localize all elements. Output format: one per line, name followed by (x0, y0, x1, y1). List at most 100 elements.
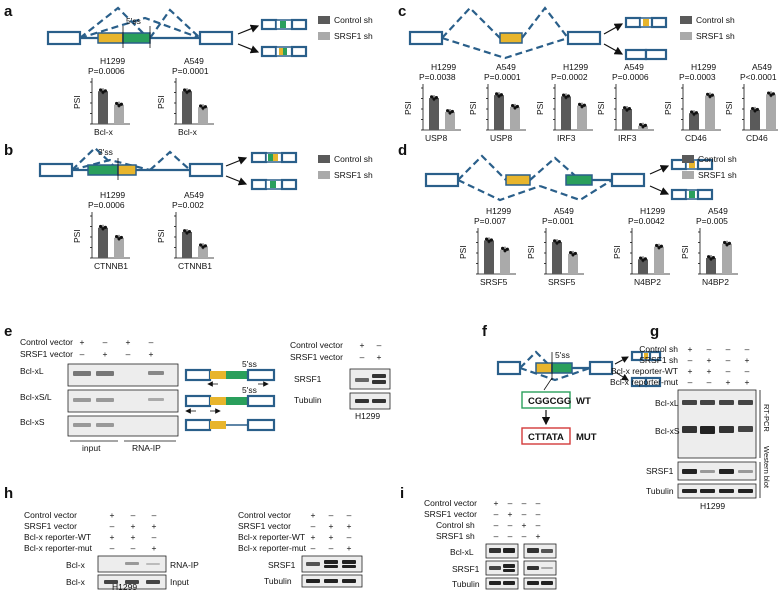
chart-gene-label: CD46 (746, 133, 768, 143)
bar-knockdown (114, 237, 124, 258)
sign-cell: – (110, 543, 115, 553)
sign-cell: + (110, 532, 115, 542)
sign-cell: – (152, 532, 157, 542)
legend-a: Control sh SRSF1 sh (318, 15, 373, 41)
data-point (430, 95, 434, 99)
data-point (497, 94, 501, 98)
sign-cell: + (80, 337, 85, 347)
data-point (625, 108, 629, 112)
sign-cell: + (688, 366, 693, 376)
e-5ss-label-2: 5'ss (242, 385, 257, 395)
chart-p-value: P=0.0002 (551, 72, 588, 82)
sign-cell: – (745, 366, 750, 376)
chart-cell-line: H1299 (486, 206, 511, 216)
chart-y-label: PSI (156, 229, 166, 243)
f-wt-label: WT (576, 396, 591, 407)
data-point (578, 102, 582, 106)
h-row-1: SRSF1 vector (24, 521, 77, 531)
sign-cell: – (726, 344, 731, 354)
chart-gene-label: N4BP2 (702, 277, 729, 287)
data-point (117, 103, 121, 108)
sign-cell: + (377, 352, 382, 362)
bar-control (182, 91, 192, 124)
data-point (566, 94, 571, 98)
data-point (489, 238, 493, 242)
bar-control (552, 242, 562, 274)
chart-y-label: PSI (526, 245, 536, 259)
chart-cell-line: H1299 (100, 190, 125, 200)
panel-e-rna-ip: Control vector SRSF1 vector +–+––+–+ Bcl… (20, 337, 391, 453)
data-point (505, 247, 509, 251)
bar-knockdown (722, 243, 732, 274)
bar-control (706, 258, 716, 274)
chart-gene-label: IRF3 (618, 133, 637, 143)
data-point (562, 93, 566, 97)
g-band-bclxl: Bcl-xL (655, 398, 679, 408)
sign-cell: – (494, 520, 499, 530)
data-point (582, 103, 587, 107)
sign-cell: + (347, 543, 352, 553)
sign-cell: – (707, 344, 712, 354)
data-point (580, 104, 584, 109)
e-wb-band-srsf1: SRSF1 (294, 374, 322, 384)
data-point (555, 241, 559, 245)
bar-control (98, 227, 108, 258)
three-prime-ss-label-b: 3'ss (98, 147, 113, 157)
chart-y-label: PSI (72, 229, 82, 243)
sign-cell: + (152, 543, 157, 553)
five-prime-ss-label-a: 5'ss (126, 16, 141, 26)
sign-cell: – (494, 531, 499, 541)
bar-knockdown (500, 249, 510, 274)
legend-control-a: Control sh (334, 15, 373, 25)
data-point (185, 90, 189, 94)
data-point (199, 104, 203, 108)
g-band-srsf1: SRSF1 (646, 466, 674, 476)
chart-gene-label: Bcl-x (94, 127, 114, 137)
chart-cell-line: A549 (752, 62, 772, 72)
bar-knockdown (654, 246, 664, 274)
panel-label-d: d (398, 142, 407, 159)
sign-cell: – (110, 521, 115, 531)
panel-g-reporter: Control sh SRSF1 sh Bcl-x reporter-WT Bc… (610, 344, 771, 511)
data-point (725, 243, 729, 247)
data-point (485, 237, 489, 241)
sign-cell: + (149, 349, 154, 359)
chart-p-value: P=0.001 (542, 216, 574, 226)
chart-p-value: P=0.0001 (484, 72, 521, 82)
data-point (641, 125, 645, 129)
e-band-bclxl: Bcl-xL (20, 366, 44, 376)
e-gel-bclxsl (67, 389, 179, 413)
sign-cell: + (707, 355, 712, 365)
e-lane-rnaip: RNA-IP (132, 443, 161, 453)
psi-bar-charts: H1299P=0.0006PSIBcl-xA549P=0.0001PSIBcl-… (72, 56, 778, 287)
chart-p-value: P=0.005 (696, 216, 728, 226)
data-point (623, 106, 627, 110)
chart-cell-line: A549 (708, 206, 728, 216)
data-point (450, 109, 454, 114)
sign-cell: – (522, 498, 527, 508)
i-band-bclxl: Bcl-xL (450, 547, 474, 557)
chart-y-label: PSI (724, 101, 734, 115)
sign-cell: + (131, 521, 136, 531)
data-point (767, 91, 771, 95)
data-point (187, 89, 191, 93)
f-mut-seq: CTTATA (528, 432, 564, 443)
data-point (710, 93, 715, 97)
i-gel-tubulin-a (485, 577, 519, 590)
bar-control (750, 109, 760, 130)
legend-c: Control sh SRSF1 sh (680, 15, 735, 41)
data-point (709, 257, 713, 261)
chart-gene-label: SRSF5 (480, 277, 508, 287)
chart-gene-label: IRF3 (557, 133, 576, 143)
chart-gene-label: USP8 (490, 133, 512, 143)
chart-y-label: PSI (156, 95, 166, 109)
sign-cell: – (377, 340, 382, 350)
sign-cell: + (536, 531, 541, 541)
sign-cell: + (522, 520, 527, 530)
sign-cell: – (726, 355, 731, 365)
data-point (103, 225, 107, 229)
